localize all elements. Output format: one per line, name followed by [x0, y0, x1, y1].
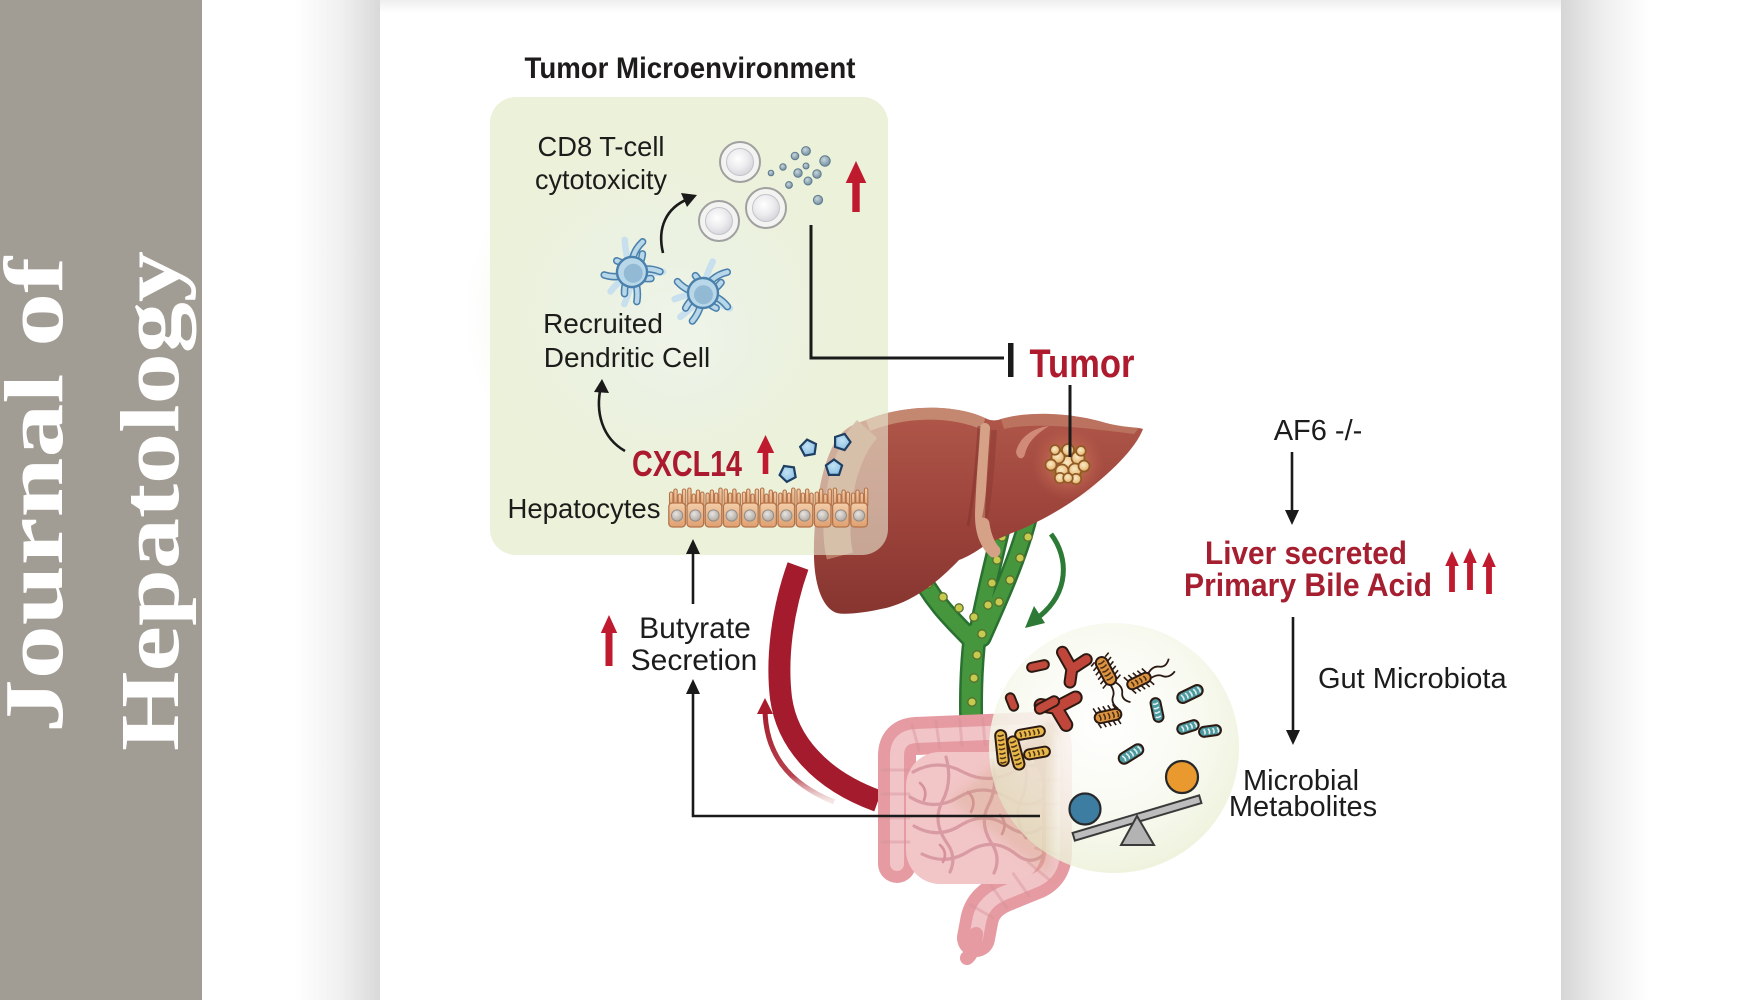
svg-text:Liver secreted: Liver secreted — [1205, 535, 1407, 571]
svg-text:Tumor: Tumor — [1030, 342, 1135, 386]
svg-text:cytotoxicity: cytotoxicity — [535, 164, 667, 195]
svg-text:Metabolites: Metabolites — [1229, 791, 1377, 823]
svg-text:CXCL14: CXCL14 — [632, 443, 742, 484]
svg-text:Hepatocytes: Hepatocytes — [508, 493, 661, 524]
svg-text:Gut Microbiota: Gut Microbiota — [1318, 663, 1507, 695]
svg-text:Journal of: Journal of — [0, 256, 81, 733]
svg-text:Hepatology: Hepatology — [104, 251, 197, 751]
svg-text:Tumor Microenvironment: Tumor Microenvironment — [525, 52, 856, 85]
svg-text:Butyrate: Butyrate — [639, 612, 751, 645]
svg-text:Primary Bile Acid: Primary Bile Acid — [1184, 567, 1432, 603]
svg-text:Microbial: Microbial — [1243, 765, 1359, 797]
svg-text:Secretion: Secretion — [631, 644, 758, 677]
svg-text:AF6 -/-: AF6 -/- — [1274, 415, 1363, 447]
svg-text:Recruited: Recruited — [543, 308, 663, 339]
svg-text:CD8 T-cell: CD8 T-cell — [538, 131, 665, 162]
svg-text:Dendritic Cell: Dendritic Cell — [544, 342, 711, 373]
